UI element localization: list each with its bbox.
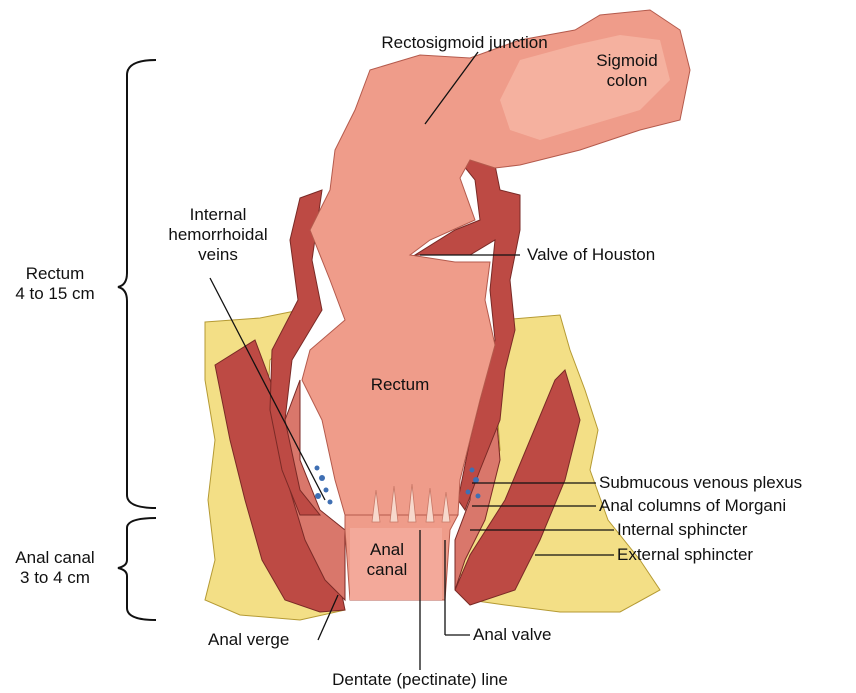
label-internal-sphincter: Internal sphincter <box>617 520 747 540</box>
label-rectum-region-line2: 4 to 15 cm <box>0 284 110 304</box>
label-ihv-line3: veins <box>158 245 278 265</box>
label-anal-verge: Anal verge <box>208 630 289 650</box>
label-sigmoid-colon-line2: colon <box>587 71 667 91</box>
label-valve-of-houston: Valve of Houston <box>527 245 655 265</box>
label-anal-canal-region-line1: Anal canal <box>0 548 110 568</box>
rectum-bracket <box>118 60 156 508</box>
label-sigmoid-colon: Sigmoid colon <box>587 51 667 91</box>
label-dentate-line: Dentate (pectinate) line <box>300 670 540 690</box>
label-rectum-inner: Rectum <box>355 375 445 395</box>
label-anal-columns-of-morgani: Anal columns of Morgani <box>599 496 786 516</box>
label-rectum-region-line1: Rectum <box>0 264 110 284</box>
label-anal-canal-inner: Anal canal <box>352 540 422 580</box>
anal-canal-bracket <box>118 518 156 620</box>
label-ihv-line2: hemorrhoidal <box>158 225 278 245</box>
label-rectosigmoid-junction: Rectosigmoid junction <box>352 33 577 53</box>
label-external-sphincter: External sphincter <box>617 545 753 565</box>
label-anal-canal-region: Anal canal 3 to 4 cm <box>0 548 110 588</box>
label-anal-canal-inner-line1: Anal <box>352 540 422 560</box>
label-anal-canal-inner-line2: canal <box>352 560 422 580</box>
label-anal-valve: Anal valve <box>473 625 551 645</box>
label-anal-canal-region-line2: 3 to 4 cm <box>0 568 110 588</box>
label-rectum-region: Rectum 4 to 15 cm <box>0 264 110 304</box>
label-submucous-venous-plexus: Submucous venous plexus <box>599 473 802 493</box>
label-internal-hemorrhoidal-veins: Internal hemorrhoidal veins <box>158 205 278 265</box>
label-ihv-line1: Internal <box>158 205 278 225</box>
label-sigmoid-colon-line1: Sigmoid <box>587 51 667 71</box>
